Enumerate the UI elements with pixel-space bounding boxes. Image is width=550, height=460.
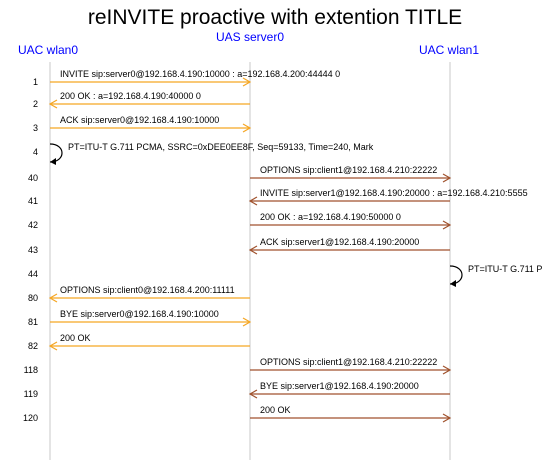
message-row: 3 ACK sip:server0@192.168.4.190:10000 bbox=[33, 115, 252, 133]
arrowhead bbox=[48, 293, 58, 303]
message-row: 119 BYE sip:server1@192.168.4.190:20000 bbox=[24, 381, 450, 399]
message-label: PT=ITU-T G.711 P bbox=[468, 264, 542, 274]
row-number: 43 bbox=[28, 245, 38, 255]
arrowhead bbox=[50, 158, 56, 165]
arrowhead bbox=[248, 196, 258, 206]
message-row: 118 OPTIONS sip:client1@192.168.4.210:222… bbox=[24, 357, 452, 375]
arrowhead bbox=[242, 77, 252, 87]
arrowhead bbox=[442, 173, 452, 183]
row-number: 41 bbox=[28, 196, 38, 206]
message-row: 80 OPTIONS sip:client0@192.168.4.200:1111… bbox=[28, 285, 250, 303]
message-label: INVITE sip:server1@192.168.4.190:20000 :… bbox=[260, 188, 528, 198]
message-label: PT=ITU-T G.711 PCMA, SSRC=0xDEE0EE8F, Se… bbox=[68, 142, 374, 152]
message-row: 40 OPTIONS sip:client1@192.168.4.210:2222… bbox=[28, 165, 452, 183]
message-label: INVITE sip:server0@192.168.4.190:10000 :… bbox=[60, 69, 340, 79]
message-label: BYE sip:server1@192.168.4.190:20000 bbox=[260, 381, 419, 391]
arrowhead bbox=[450, 280, 456, 287]
endpoint-label-uac-wlan0: UAC wlan0 bbox=[18, 43, 79, 57]
row-number: 81 bbox=[28, 317, 38, 327]
message-row: 120 200 OK bbox=[23, 405, 452, 423]
row-number: 119 bbox=[24, 389, 38, 399]
row-number: 42 bbox=[28, 220, 38, 230]
message-row: 82 200 OK bbox=[28, 333, 250, 351]
message-row: 1 INVITE sip:server0@192.168.4.190:10000 … bbox=[33, 69, 340, 87]
message-row: 2 200 OK : a=192.168.4.190:40000 0 bbox=[33, 91, 250, 109]
message-row: 81 BYE sip:server0@192.168.4.190:10000 bbox=[28, 309, 252, 327]
message-label: OPTIONS sip:client1@192.168.4.210:22222 bbox=[260, 357, 437, 367]
row-number: 120 bbox=[23, 413, 38, 423]
message-row: 4 PT=ITU-T G.711 PCMA, SSRC=0xDEE0EE8F, S… bbox=[33, 142, 374, 165]
arrowhead bbox=[442, 413, 452, 423]
diagram-title: reINVITE proactive with extention TITLE bbox=[87, 6, 463, 29]
message-row: 41 INVITE sip:server1@192.168.4.190:20000… bbox=[28, 188, 528, 206]
endpoint-label-uas-server0: UAS server0 bbox=[216, 30, 285, 44]
row-number: 3 bbox=[33, 123, 38, 133]
message-label: ACK sip:server0@192.168.4.190:10000 bbox=[60, 115, 219, 125]
message-label: 200 OK bbox=[260, 405, 291, 415]
arrowhead bbox=[48, 341, 58, 351]
arrowhead bbox=[442, 220, 452, 230]
endpoint-label-uac-wlan1: UAC wlan1 bbox=[419, 43, 480, 57]
row-number: 80 bbox=[28, 293, 38, 303]
arrowhead bbox=[242, 317, 252, 327]
message-label: 200 OK : a=192.168.4.190:50000 0 bbox=[260, 212, 401, 222]
arrowhead bbox=[248, 245, 258, 255]
row-number: 2 bbox=[33, 99, 38, 109]
message-label: OPTIONS sip:client1@192.168.4.210:22222 bbox=[260, 165, 437, 175]
message-row: 43 ACK sip:server1@192.168.4.190:20000 bbox=[28, 237, 450, 255]
row-number: 118 bbox=[24, 365, 38, 375]
arrowhead bbox=[242, 123, 252, 133]
message-row: 44 PT=ITU-T G.711 P bbox=[28, 264, 542, 287]
message-label: 200 OK : a=192.168.4.190:40000 0 bbox=[60, 91, 201, 101]
message-label: 200 OK bbox=[60, 333, 91, 343]
message-label: OPTIONS sip:client0@192.168.4.200:11111 bbox=[60, 285, 235, 295]
message-label: BYE sip:server0@192.168.4.190:10000 bbox=[60, 309, 219, 319]
row-number: 4 bbox=[33, 147, 38, 157]
arrowhead bbox=[248, 389, 258, 399]
row-number: 82 bbox=[28, 341, 38, 351]
row-number: 44 bbox=[28, 269, 38, 279]
arrowhead bbox=[48, 99, 58, 109]
row-number: 40 bbox=[28, 173, 38, 183]
message-label: ACK sip:server1@192.168.4.190:20000 bbox=[260, 237, 419, 247]
message-row: 42 200 OK : a=192.168.4.190:50000 0 bbox=[28, 212, 452, 230]
arrowhead bbox=[442, 365, 452, 375]
row-number: 1 bbox=[33, 77, 38, 87]
